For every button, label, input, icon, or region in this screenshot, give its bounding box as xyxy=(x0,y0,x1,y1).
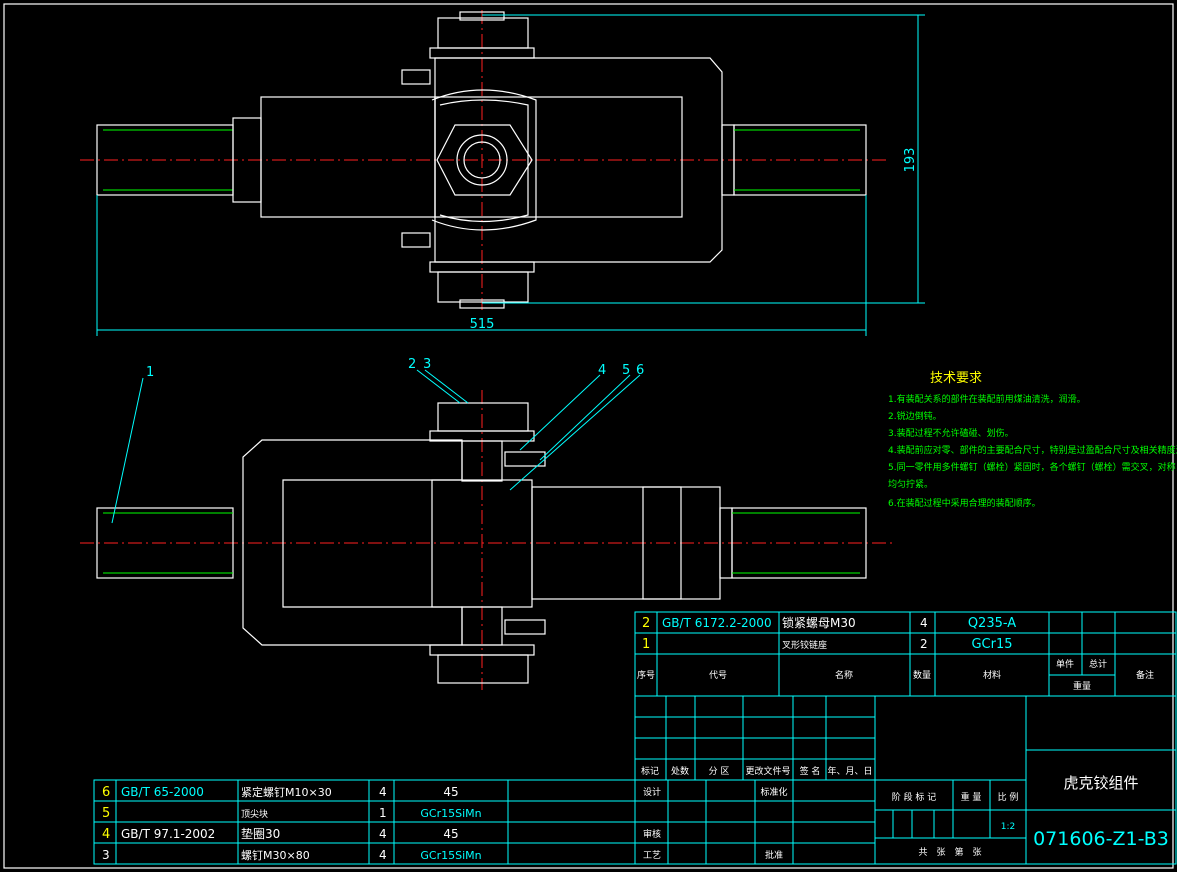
header-material: 材料 xyxy=(983,669,1001,681)
bom-qty: 4 xyxy=(379,785,387,799)
header-qty: 数量 xyxy=(913,669,931,681)
bom-code: GB/T 97.1-2002 xyxy=(121,827,215,841)
drawing-border xyxy=(3,3,1174,869)
right-shaft xyxy=(733,124,867,196)
title-block-grid xyxy=(634,695,1177,865)
bom-name: 顶尖块 xyxy=(241,808,268,820)
bom-no: 1 xyxy=(642,637,650,652)
drawing-name: 虎克铰组件 xyxy=(1063,774,1138,792)
tb-label: 标记 xyxy=(641,765,659,777)
header-weight: 重量 xyxy=(1073,680,1091,692)
bom-qty: 2 xyxy=(920,637,928,651)
header-single: 单件 xyxy=(1056,658,1074,670)
tb-sheets: 共 张 第 张 xyxy=(918,846,981,858)
header-remark: 备注 xyxy=(1136,669,1154,681)
body-block xyxy=(260,96,436,218)
top-view xyxy=(80,10,925,336)
tb-standard: 标准化 xyxy=(760,786,787,798)
tb-label: 处数 xyxy=(671,765,689,777)
balloon-1: 1 xyxy=(146,365,154,380)
tech-item: 3.装配过程不允许磕碰、划伤。 xyxy=(888,427,1014,439)
balloon-5: 5 xyxy=(622,363,630,378)
tech-item: 2.锐边倒钝。 xyxy=(888,410,942,422)
tb-process: 工艺 xyxy=(643,850,661,861)
header-total: 总计 xyxy=(1089,658,1107,670)
bom-material: 45 xyxy=(443,785,458,799)
balloon-4: 4 xyxy=(598,363,606,378)
bom-material: GCr15 xyxy=(971,637,1012,652)
bom-upper-grid xyxy=(634,611,1177,697)
tb-label: 签 名 xyxy=(800,765,821,777)
balloon-2: 2 xyxy=(408,357,416,372)
tb-scale: 比 例 xyxy=(998,791,1019,803)
bom-material: 45 xyxy=(443,827,458,841)
bom-name: 叉形铰链座 xyxy=(782,639,827,651)
balloon-3: 3 xyxy=(423,357,431,372)
bom-no: 2 xyxy=(642,616,650,631)
bom-material: Q235-A xyxy=(968,616,1016,631)
bom-code: GB/T 6172.2-2000 xyxy=(662,616,772,630)
bom-name: 紧定螺钉M10×30 xyxy=(241,785,332,799)
tech-item: 4.装配前应对零、部件的主要配合尺寸，特别是过盈配合尺寸及相关精度进行复查。 xyxy=(888,444,1177,456)
dimension-length: 515 xyxy=(470,317,495,332)
bom-qty: 4 xyxy=(379,848,387,862)
bom-name: 垫圈30 xyxy=(241,826,280,841)
section-view xyxy=(80,369,895,690)
tb-design: 设计 xyxy=(643,786,661,798)
bom-qty: 4 xyxy=(379,827,387,841)
tb-approve: 批准 xyxy=(765,849,783,861)
tb-weight: 重 量 xyxy=(961,791,982,803)
tech-item: 6.在装配过程中采用合理的装配顺序。 xyxy=(888,497,1041,509)
tb-scale-value: 1:2 xyxy=(1001,822,1015,832)
hex-nut xyxy=(436,124,533,196)
bom-no: 4 xyxy=(102,827,110,842)
tb-stage: 阶 段 标 记 xyxy=(892,791,937,803)
bom-no: 3 xyxy=(102,848,110,862)
header-name: 名称 xyxy=(835,669,853,681)
bom-qty: 4 xyxy=(920,616,928,630)
bom-qty: 1 xyxy=(379,806,387,820)
tb-label: 分 区 xyxy=(709,766,730,777)
tb-label: 年、月、日 xyxy=(827,765,872,777)
bom-name: 锁紧螺母M30 xyxy=(782,615,856,630)
balloon-6: 6 xyxy=(636,363,644,378)
header-no: 序号 xyxy=(637,669,655,681)
tb-label: 更改文件号 xyxy=(745,765,790,777)
bom-no: 5 xyxy=(102,806,110,821)
drawing-number: 071606-Z1-B3 xyxy=(1033,828,1169,850)
bom-name: 螺钉M30×80 xyxy=(241,849,310,862)
tech-item: 1.有装配关系的部件在装配前用煤油清洗，润滑。 xyxy=(888,393,1086,405)
bom-code: GB/T 65-2000 xyxy=(121,785,204,799)
bom-material: GCr15SiMn xyxy=(420,849,481,862)
dimension-height: 193 xyxy=(903,148,918,173)
header-code: 代号 xyxy=(709,670,727,681)
bom-lower-grid xyxy=(93,779,636,865)
tech-item: 均匀拧紧。 xyxy=(888,478,933,490)
tb-review: 审核 xyxy=(643,828,661,840)
bom-material: GCr15SiMn xyxy=(420,807,481,820)
tech-item: 5.同一零件用多件螺钉（螺栓）紧固时，各个螺钉（螺栓）需交叉，对称，逐步， xyxy=(888,461,1177,473)
tech-title: 技术要求 xyxy=(930,371,982,386)
bom-no: 6 xyxy=(102,785,110,800)
